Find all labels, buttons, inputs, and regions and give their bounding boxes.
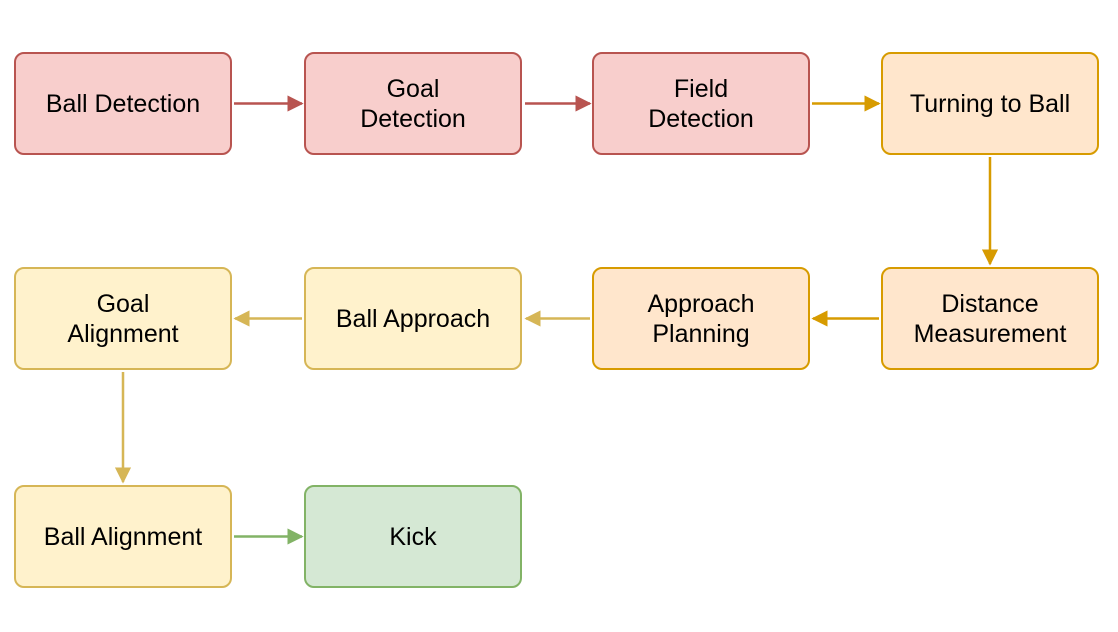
node-ball-alignment: Ball Alignment: [14, 485, 232, 588]
node-goal-alignment-label: Goal Alignment: [67, 289, 179, 348]
node-approach-planning-label: Approach Planning: [647, 289, 755, 348]
node-ball-detection: Ball Detection: [14, 52, 232, 155]
node-turning-to-ball-label: Turning to Ball: [909, 89, 1071, 118]
node-kick: Kick: [304, 485, 522, 588]
node-ball-alignment-label: Ball Alignment: [43, 522, 203, 551]
node-goal-detection: Goal Detection: [304, 52, 522, 155]
node-field-detection-label: Field Detection: [648, 74, 754, 133]
node-ball-approach-label: Ball Approach: [335, 304, 491, 333]
node-field-detection: Field Detection: [592, 52, 810, 155]
node-ball-detection-label: Ball Detection: [45, 89, 201, 118]
node-distance-measurement-label: Distance Measurement: [913, 289, 1067, 348]
node-ball-approach: Ball Approach: [304, 267, 522, 370]
node-turning-to-ball: Turning to Ball: [881, 52, 1099, 155]
node-distance-measurement: Distance Measurement: [881, 267, 1099, 370]
node-approach-planning: Approach Planning: [592, 267, 810, 370]
node-goal-detection-label: Goal Detection: [360, 74, 466, 133]
node-goal-alignment: Goal Alignment: [14, 267, 232, 370]
node-kick-label: Kick: [389, 522, 437, 551]
